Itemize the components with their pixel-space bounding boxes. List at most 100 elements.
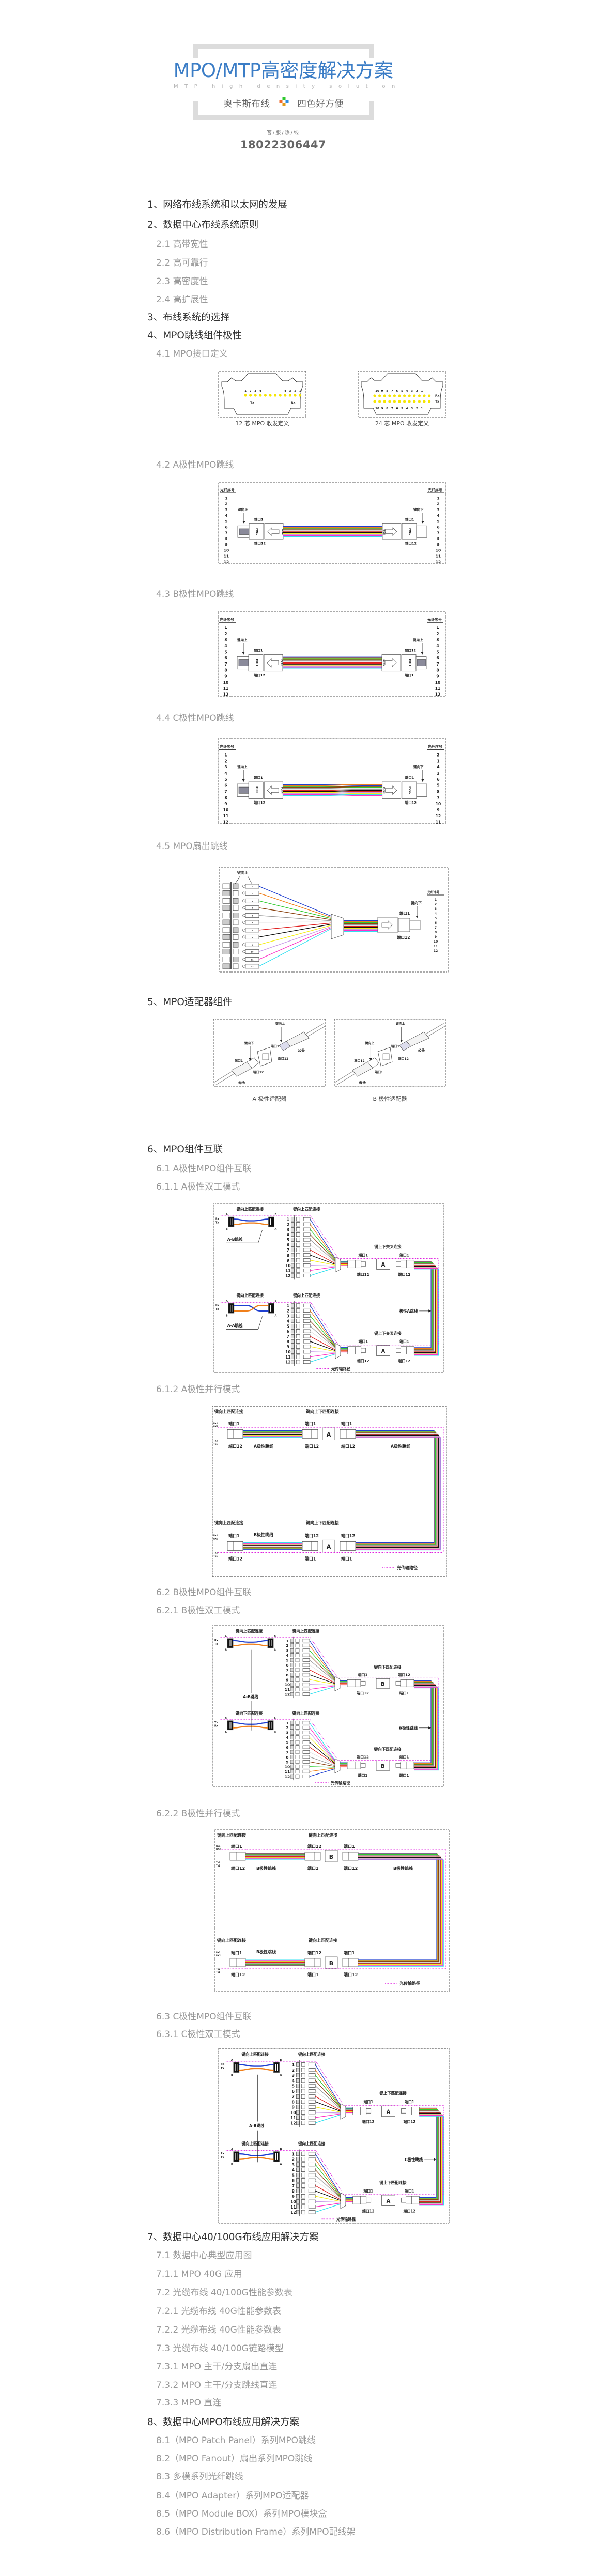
panel-header: 键向上匹配连接 bbox=[298, 2140, 325, 2146]
fiber-number: 4 bbox=[225, 513, 227, 518]
fiber-line bbox=[356, 1434, 439, 1548]
lc-connector bbox=[302, 1683, 310, 1687]
connector-tip bbox=[396, 1348, 401, 1353]
four-color-logo-icon bbox=[279, 97, 289, 106]
connector-boot bbox=[416, 525, 427, 538]
adapter-letter: A bbox=[387, 2198, 391, 2204]
fiber-line bbox=[419, 2112, 441, 2203]
panel-port bbox=[296, 1354, 300, 1359]
lc-connector bbox=[303, 1345, 311, 1349]
port-number: 3 bbox=[286, 1648, 288, 1653]
fiber-number: 2 bbox=[224, 631, 227, 636]
lc-connector bbox=[302, 1673, 310, 1677]
panel-port bbox=[301, 2183, 305, 2188]
connector-housing bbox=[233, 1541, 243, 1551]
fiber-dot bbox=[413, 400, 416, 403]
side-label: Rx1 bbox=[213, 1422, 218, 1425]
panel-port bbox=[290, 1755, 294, 1759]
port-number: 12 bbox=[285, 1775, 290, 1779]
subsection-heading: 8.4（MPO Adapter）系列MPO适配器 bbox=[156, 2491, 309, 2501]
fiber-line bbox=[258, 915, 332, 921]
port-number: 12 bbox=[251, 966, 254, 968]
fiber-number: 1 bbox=[437, 496, 439, 501]
port-number: 11 bbox=[285, 1355, 290, 1360]
fiber-number: 5 bbox=[224, 650, 227, 654]
fiber-dot bbox=[373, 400, 376, 403]
section-heading: 4、MPO跳线组件极性 bbox=[147, 330, 242, 341]
row-header: 键向上匹配连接 bbox=[217, 1832, 246, 1838]
fiber-number: 3 bbox=[437, 771, 439, 776]
cord-end-label: B bbox=[231, 2074, 233, 2077]
port-number: 3 bbox=[292, 2163, 295, 2167]
legend-label: 光传输路径 bbox=[336, 2216, 356, 2222]
lc-connector bbox=[302, 1639, 310, 1643]
panel-port bbox=[301, 2204, 305, 2209]
arrow-right-icon bbox=[384, 658, 397, 668]
lc-connector bbox=[302, 1731, 310, 1735]
lc-connector bbox=[302, 1725, 310, 1730]
duplex-connector bbox=[227, 1720, 234, 1731]
fiber-line bbox=[414, 1261, 432, 1348]
port-label: 端口1 bbox=[344, 1844, 355, 1849]
panel-port bbox=[295, 1682, 300, 1687]
fiber-line bbox=[258, 923, 332, 937]
port-number: 9 bbox=[286, 1760, 288, 1764]
port-number: 8 bbox=[287, 1253, 289, 1258]
fiber-line bbox=[315, 2203, 342, 2213]
port-number: 10 bbox=[285, 1765, 290, 1769]
panel-port bbox=[295, 1687, 300, 1692]
port-number: 11 bbox=[290, 2116, 296, 2120]
lc-connector bbox=[302, 1653, 310, 1657]
fiber-line bbox=[283, 790, 382, 792]
fiber-line bbox=[356, 1437, 441, 1550]
brand-slogan: 四色好方便 bbox=[297, 99, 344, 110]
port-label: 端口12 bbox=[357, 1359, 369, 1363]
port-number: 9 bbox=[292, 2105, 295, 2109]
fiber-line bbox=[283, 788, 382, 790]
port-label: 端口1 bbox=[399, 911, 410, 916]
connector-tip bbox=[361, 1348, 366, 1353]
duplex-connector bbox=[273, 2151, 280, 2162]
jumper-label: A极性跳线 bbox=[391, 1444, 411, 1449]
fiber-line bbox=[356, 1437, 441, 1551]
adapter-body bbox=[322, 1427, 335, 1440]
port-number: 2 bbox=[287, 1222, 289, 1227]
adapter-port bbox=[262, 1053, 269, 1060]
light-path bbox=[225, 2150, 444, 2195]
arrow-line bbox=[247, 875, 253, 886]
key-label: 键向下 bbox=[413, 507, 424, 512]
panel-port bbox=[296, 2157, 300, 2162]
fiber-line bbox=[414, 1683, 434, 1766]
panel-port bbox=[295, 1755, 300, 1759]
fiber-line bbox=[414, 1266, 437, 1354]
fiber-line bbox=[356, 1432, 437, 1546]
tx-label: Tx bbox=[214, 1643, 218, 1646]
pull-tab bbox=[248, 654, 264, 672]
subsection-heading: 2.4 高扩展性 bbox=[156, 295, 208, 305]
port-number: 5 bbox=[292, 2084, 295, 2088]
fiber-dot bbox=[428, 400, 431, 403]
lc-connector bbox=[308, 2178, 316, 2182]
cord-end-label: B bbox=[225, 1717, 227, 1720]
fiber-number: 6 bbox=[225, 525, 227, 530]
hotline-number[interactable]: 18022306447 bbox=[240, 138, 327, 151]
fiber-line bbox=[315, 2070, 342, 2108]
adapter-letter: B bbox=[381, 1764, 385, 1769]
lc-latch bbox=[242, 921, 245, 924]
panel-port bbox=[233, 927, 239, 933]
fiber-line bbox=[414, 1265, 436, 1352]
connector-housing bbox=[347, 1761, 356, 1769]
fiber-line bbox=[310, 1320, 337, 1349]
light-path bbox=[220, 1302, 439, 1346]
cord-header: 键向上匹配连接 bbox=[236, 1293, 264, 1298]
panel-port bbox=[301, 2094, 305, 2099]
fiber-number: 1 bbox=[224, 752, 227, 757]
lc-connector bbox=[308, 2094, 316, 2099]
lc-connector bbox=[308, 2157, 316, 2161]
panel-port bbox=[301, 2121, 305, 2125]
fanout-housing bbox=[334, 1676, 341, 1691]
panel-port bbox=[290, 1334, 295, 1338]
port-number: 6 bbox=[292, 2178, 295, 2183]
port-label: 端口12 bbox=[228, 1444, 242, 1449]
fiber-number: 9 bbox=[381, 390, 383, 393]
